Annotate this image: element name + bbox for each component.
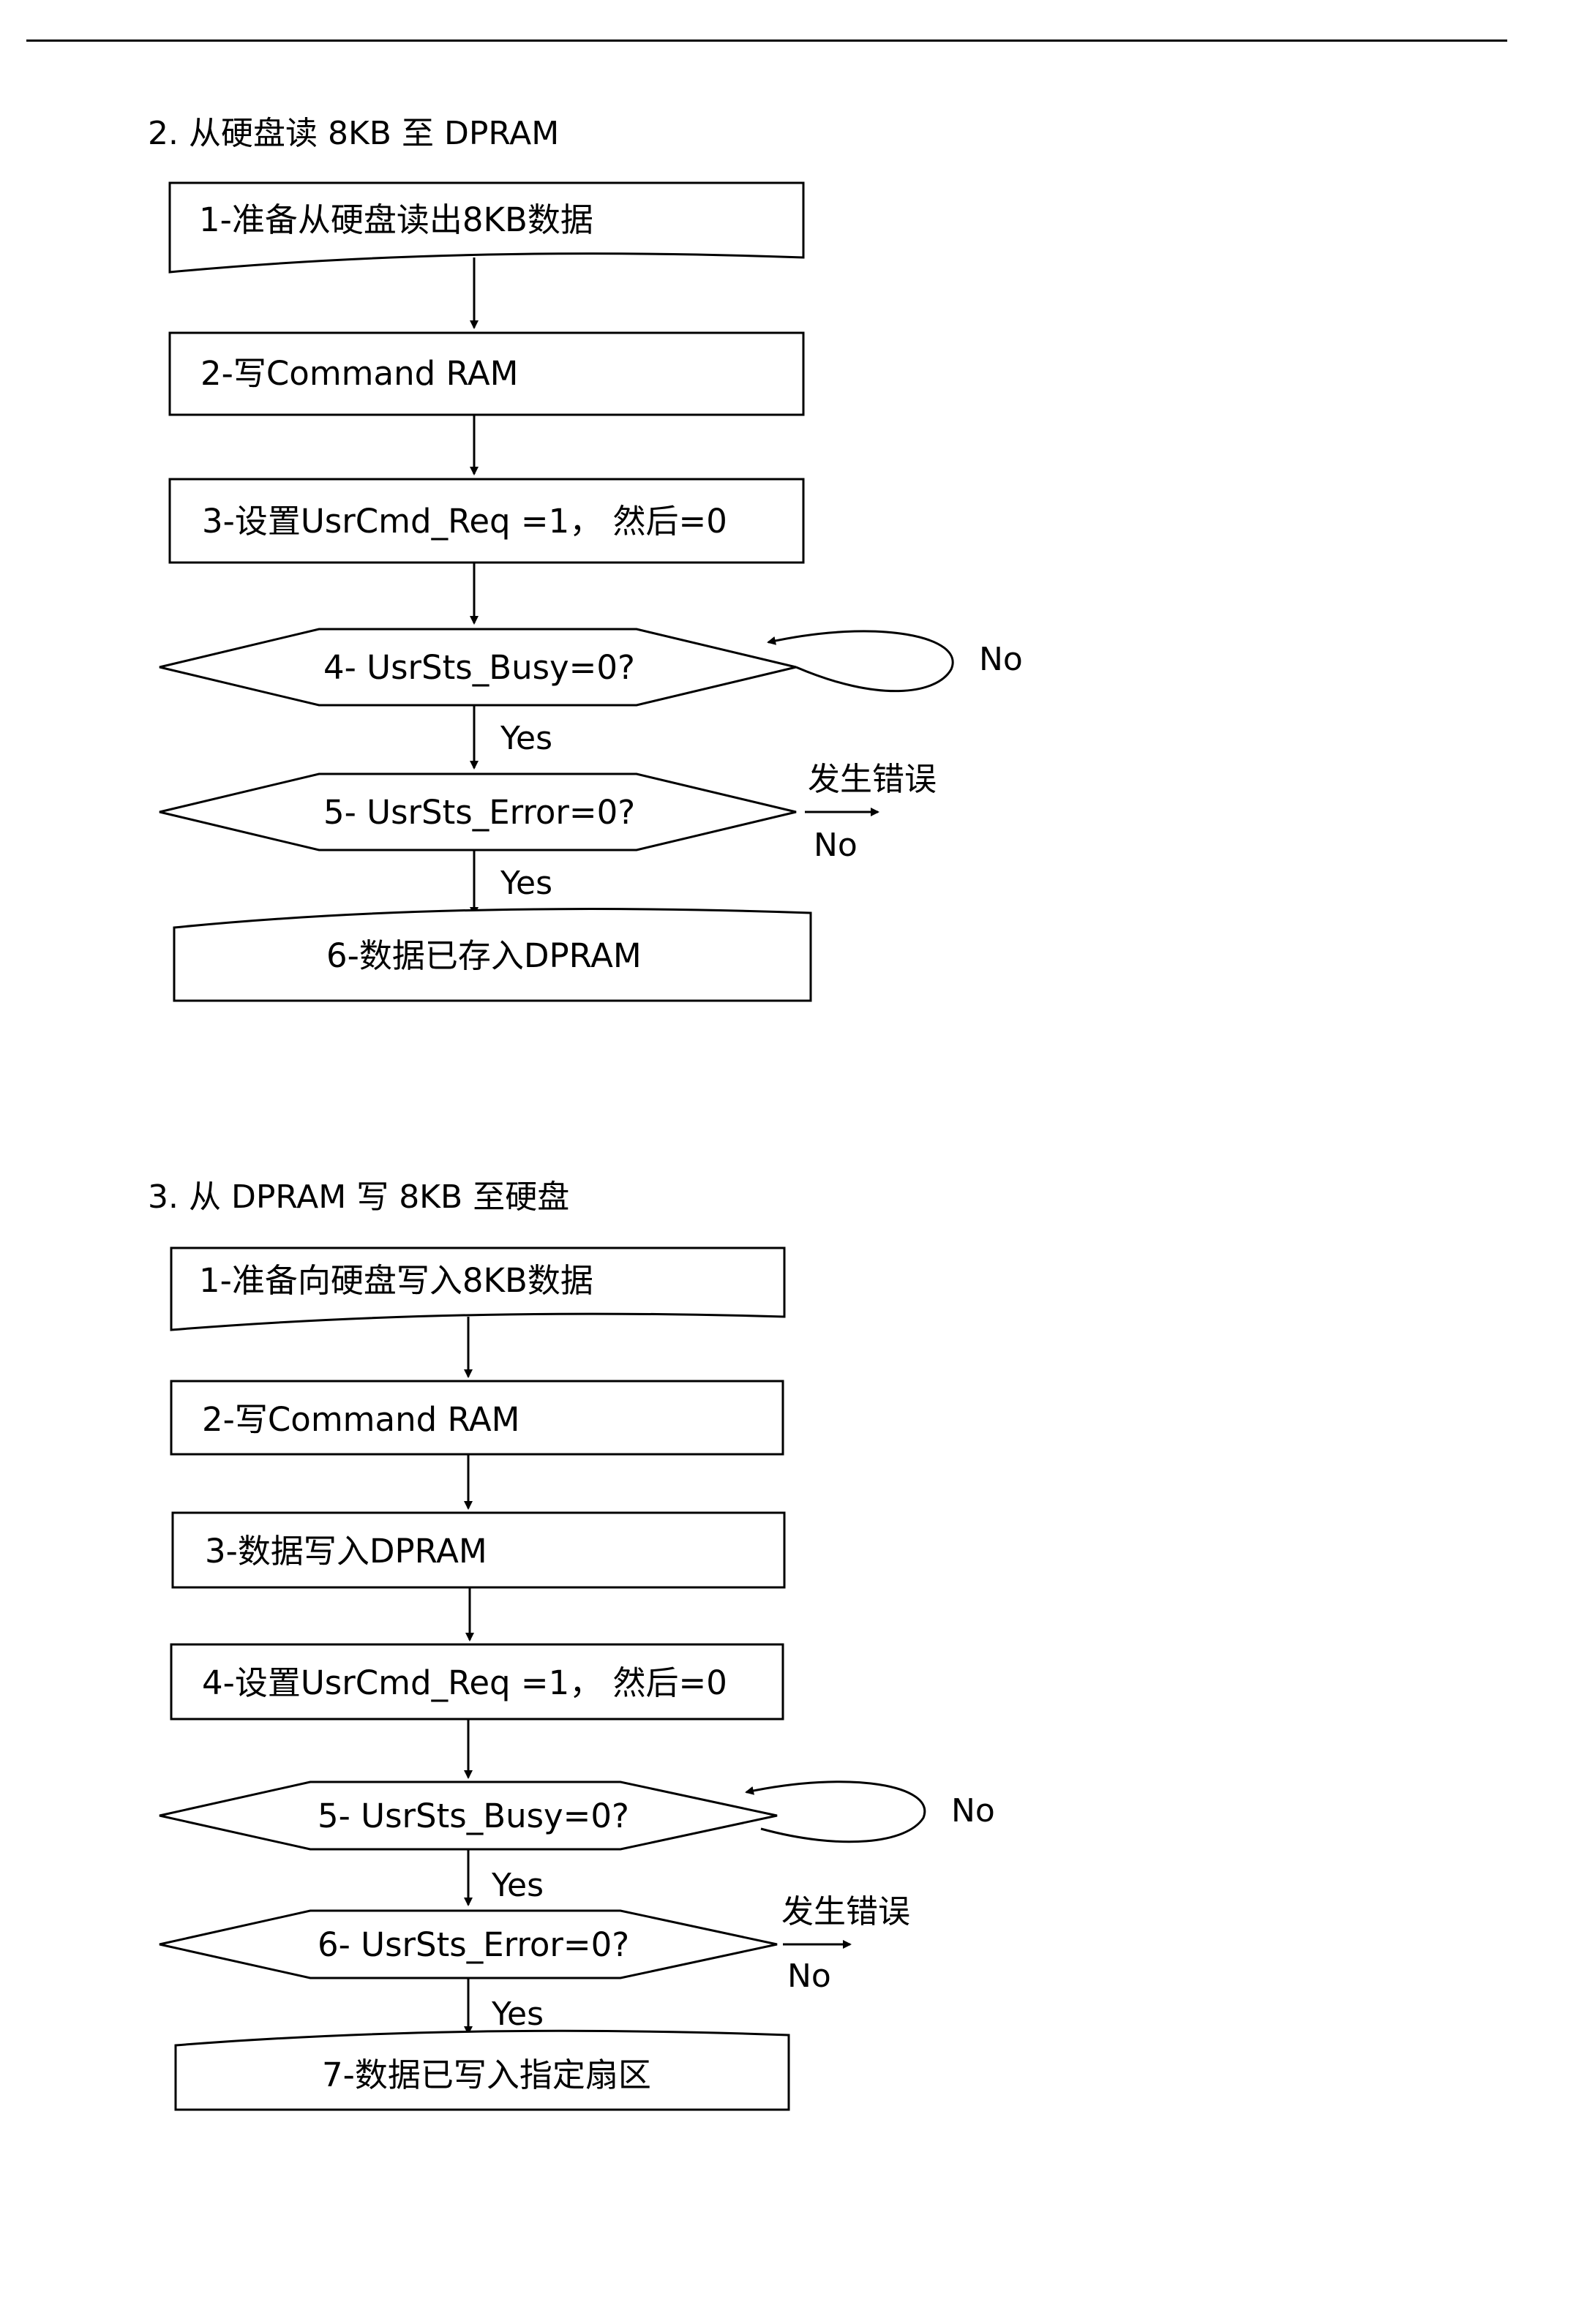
section3-heading: 3. 从 DPRAM 写 8KB 至硬盘: [148, 1178, 570, 1216]
top-rule: [26, 40, 1507, 42]
section3-flowchart: [159, 1246, 926, 2111]
s2-step1-text: 1-准备从硬盘读出8KB数据: [199, 200, 593, 239]
s3-step5-text: 5- UsrSts_Busy=0?: [318, 1797, 629, 1835]
s2-loop-no-label: No: [979, 641, 1023, 678]
s2-step3-shape: [168, 478, 805, 564]
s2-step3-text: 3-设置UsrCmd_Req =1， 然后=0: [202, 502, 727, 541]
s3-step1-shape: [170, 1246, 786, 1331]
s2-error-no-label: No: [814, 827, 858, 864]
section3-texts: 1-准备向硬盘写入8KB数据 2-写Command RAM 3-数据写入DPRA…: [199, 1261, 995, 2094]
s3-step3-shape: [171, 1511, 786, 1589]
s2-step5-shape: [159, 772, 797, 851]
s3-step2-shape: [170, 1380, 784, 1456]
s3-loop-no-label: No: [951, 1792, 995, 1830]
s3-error-no-label: No: [787, 1958, 831, 1995]
s3-step1-text: 1-准备向硬盘写入8KB数据: [199, 1261, 593, 1300]
s2-step6-text: 6-数据已存入DPRAM: [326, 936, 642, 975]
s3-step6-text: 6- UsrSts_Error=0?: [318, 1925, 629, 1964]
s2-yes2-label: Yes: [500, 865, 552, 902]
s2-step6-shape: [173, 908, 812, 1002]
s3-step3-text: 3-数据写入DPRAM: [205, 1532, 487, 1571]
s2-step5-text: 5- UsrSts_Error=0?: [323, 793, 635, 832]
s2-step2-text: 2-写Command RAM: [200, 354, 519, 393]
s3-step7-text: 7-数据已写入指定扇区: [322, 2056, 651, 2094]
s3-step7-shape: [174, 2029, 790, 2111]
section2-flowchart: [159, 181, 954, 1002]
s3-step5-shape: [159, 1780, 778, 1851]
s3-step4-text: 4-设置UsrCmd_Req =1， 然后=0: [202, 1663, 727, 1702]
s2-step2-shape: [168, 331, 805, 416]
s3-step4-shape: [170, 1643, 784, 1721]
s3-error-label: 发生错误: [781, 1893, 910, 1930]
section2-heading: 2. 从硬盘读 8KB 至 DPRAM: [148, 115, 560, 152]
s2-step4-text: 4- UsrSts_Busy=0?: [323, 648, 635, 687]
s3-yes1-label: Yes: [491, 1867, 544, 1904]
s3-step6-shape: [159, 1909, 778, 1979]
s3-step2-text: 2-写Command RAM: [202, 1400, 520, 1439]
s2-step1-shape: [168, 181, 805, 274]
s2-error-label: 发生错误: [808, 761, 937, 798]
s2-yes1-label: Yes: [500, 720, 552, 757]
section2-texts: 1-准备从硬盘读出8KB数据 2-写Command RAM 3-设置UsrCmd…: [199, 200, 1023, 975]
s3-yes2-label: Yes: [491, 1996, 544, 2033]
